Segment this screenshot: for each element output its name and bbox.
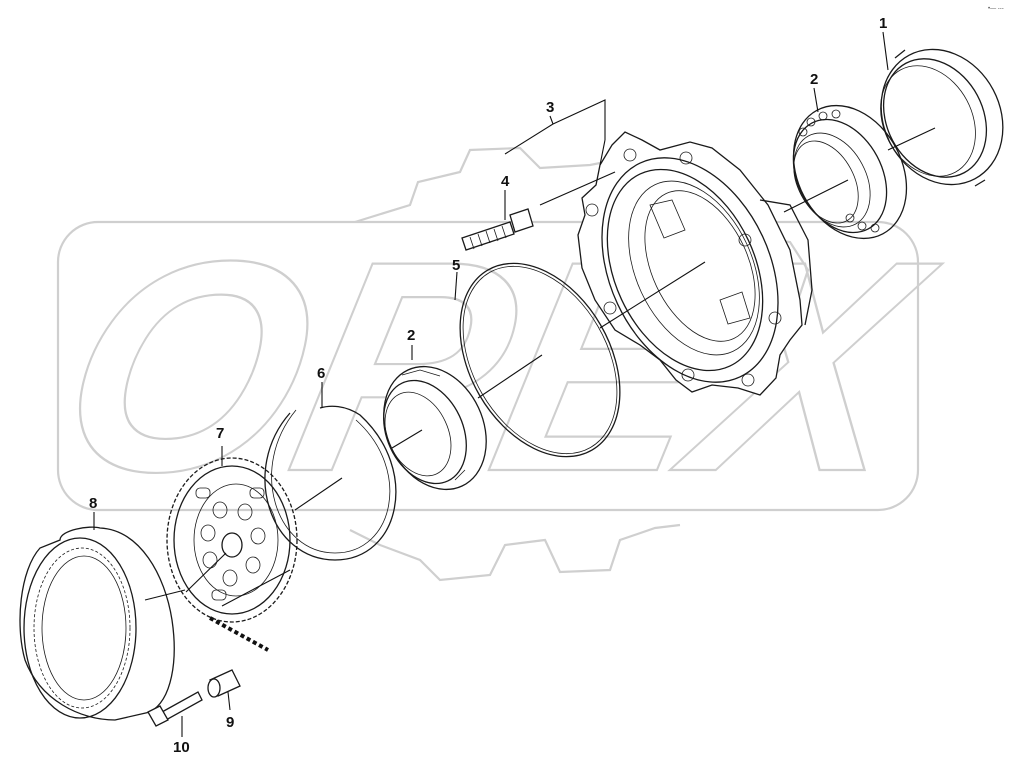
callout-9: 9 bbox=[226, 714, 234, 731]
part-6-snap-ring bbox=[264, 405, 397, 561]
alignment-dashes bbox=[209, 616, 269, 652]
watermark-text: OPEX bbox=[36, 199, 956, 534]
callout-4: 4 bbox=[501, 173, 510, 190]
part-3-hub-housing bbox=[577, 131, 813, 396]
part-4-stud bbox=[461, 208, 534, 251]
part-5-o-ring bbox=[459, 262, 621, 458]
callout-10: 10 bbox=[173, 739, 190, 756]
callout-6: 6 bbox=[317, 365, 325, 382]
part-10-bolt bbox=[147, 691, 203, 727]
part-2-bearing-upper bbox=[792, 104, 908, 240]
watermark-frame bbox=[56, 220, 920, 512]
callout-8: 8 bbox=[89, 495, 97, 512]
corner-mark: •— --- bbox=[988, 6, 1004, 12]
callout-3: 3 bbox=[546, 99, 554, 116]
callout-2a: 2 bbox=[810, 71, 818, 88]
watermark: OPEX bbox=[35, 146, 958, 582]
leader-lines bbox=[93, 31, 936, 737]
callout-2b: 2 bbox=[407, 327, 415, 344]
part-7-planet-carrier bbox=[166, 457, 298, 623]
part-2-bearing-lower bbox=[383, 365, 487, 491]
part-1-outer-race bbox=[880, 48, 1004, 187]
callout-1: 1 bbox=[879, 15, 887, 32]
part-8-ring-gear bbox=[19, 526, 175, 721]
callout-7: 7 bbox=[216, 425, 224, 442]
callout-5: 5 bbox=[452, 257, 460, 274]
part-9-bushing bbox=[207, 669, 241, 698]
